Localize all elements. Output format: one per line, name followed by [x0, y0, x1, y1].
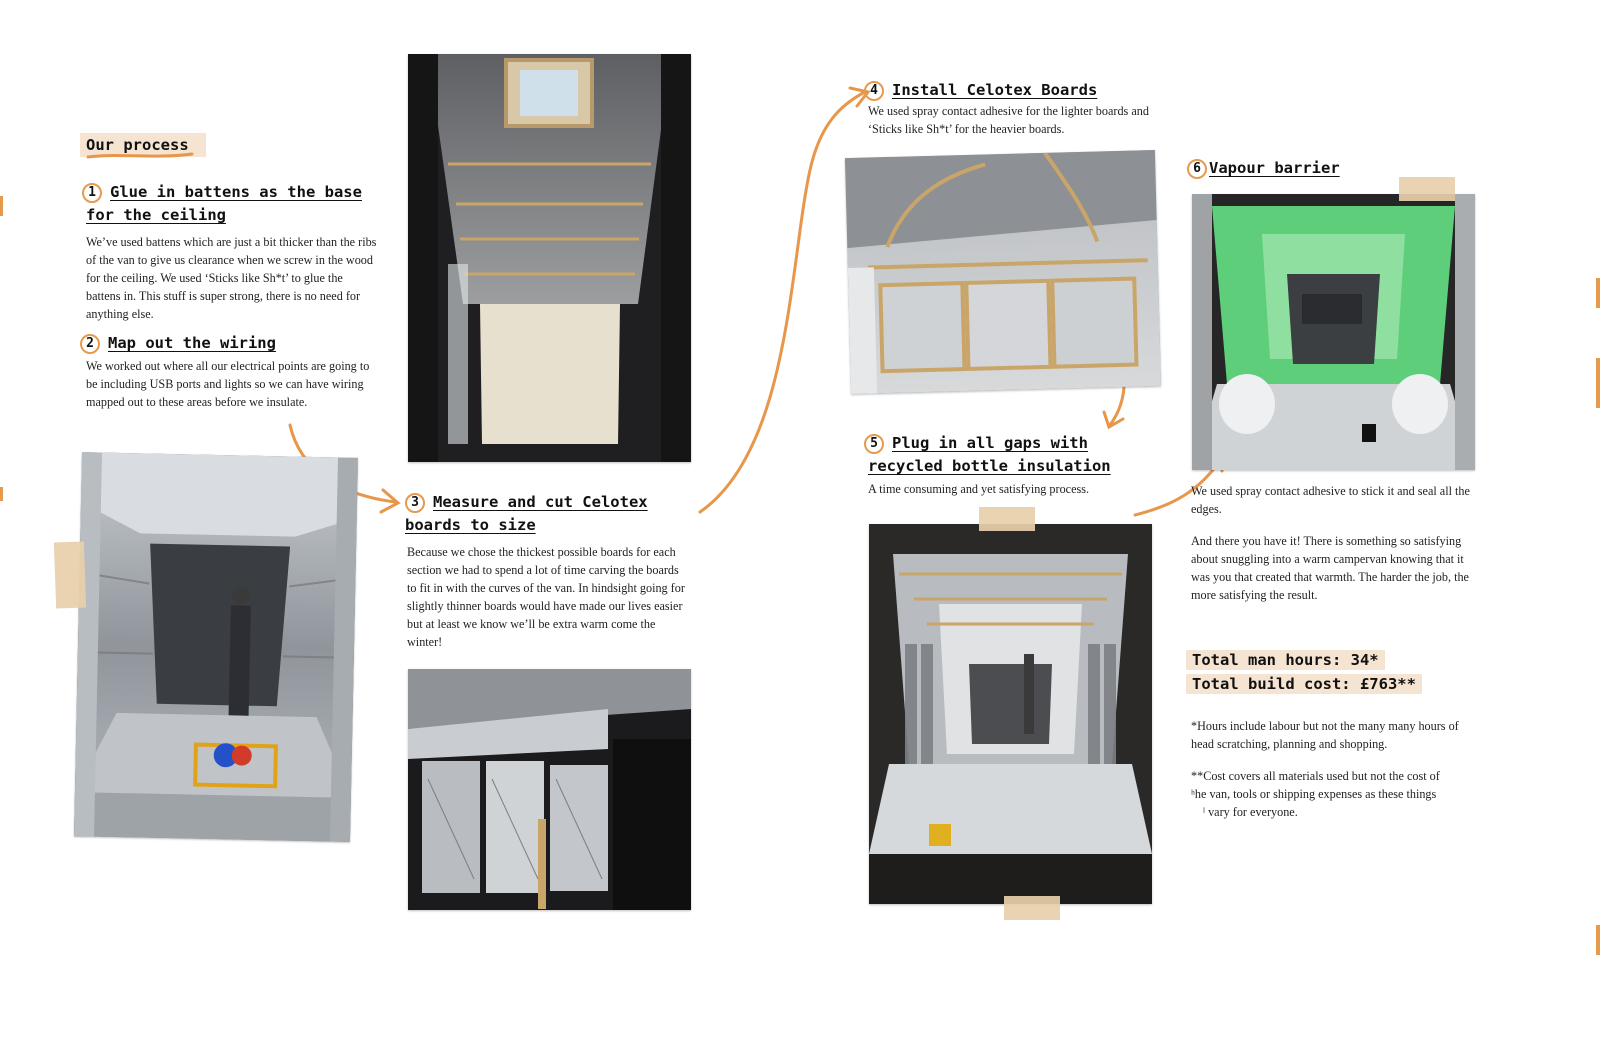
photo-van-rear-view-image	[869, 524, 1152, 904]
step-4-heading-line1: Install Celotex Boards	[892, 81, 1098, 99]
arrow-step4-to-step5-head	[1102, 410, 1125, 430]
step-1: 1 Glue in battens as the base for the cei…	[82, 181, 382, 323]
arrow-step2-to-step3-head	[379, 488, 401, 514]
step-5-number: 5	[864, 434, 884, 454]
photo-van-interior-person-image	[74, 452, 358, 842]
tape-photo-rear-top	[979, 507, 1035, 531]
edge-mark-right-bottom	[1596, 925, 1600, 955]
photo-vapour-barrier-image	[1192, 194, 1475, 470]
photo-ceiling-insulation-image	[408, 54, 691, 462]
edge-mark-right-top	[1596, 278, 1600, 308]
closing-paragraph: And there you have it! There is somethin…	[1191, 534, 1469, 602]
tape-photo-rear-bottom	[1004, 896, 1060, 920]
step-4: 4 Install Celotex Boards We used spray co…	[864, 79, 1164, 138]
step-2-heading: 2 Map out the wiring	[80, 332, 380, 355]
step-1-number: 1	[82, 183, 102, 203]
step-2-body: We worked out where all our electrical p…	[86, 359, 370, 409]
step-5: 5 Plug in all gaps with recycled bottle i…	[864, 432, 1164, 498]
photo-installed-boards	[844, 149, 1162, 395]
tape-photo-vapour	[1399, 177, 1455, 201]
step-3-heading: 3 Measure and cut Celotex boards to size	[405, 491, 695, 537]
step-4-heading: 4 Install Celotex Boards	[864, 79, 1164, 102]
step-5-body: A time consuming and yet satisfying proc…	[868, 482, 1090, 496]
footnote-cost-line3: ˡ vary for everyone.	[1203, 805, 1298, 819]
step-3-body: Because we chose the thickest possible b…	[407, 545, 685, 649]
step-5-heading: 5 Plug in all gaps with recycled bottle i…	[864, 432, 1164, 478]
tape-photo-left	[53, 541, 87, 609]
photo-van-rear-view	[869, 524, 1152, 904]
step-1-heading-line1: Glue in battens as the base	[110, 183, 362, 201]
step-6-heading-line1: Vapour barrier	[1209, 159, 1340, 177]
footnote-cost: **Cost covers all materials used but not…	[1191, 767, 1491, 821]
step-4-number: 4	[864, 81, 884, 101]
step-5-heading-line2: recycled bottle insulation	[868, 457, 1111, 475]
photo-ceiling-insulation	[408, 54, 691, 462]
step-2: 2 Map out the wiring We worked out where …	[80, 332, 380, 411]
step-1-heading-line2: for the ceiling	[86, 206, 226, 224]
step-3-heading-line2: boards to size	[405, 516, 536, 534]
edge-mark-right-mid	[1596, 358, 1600, 408]
page-title: Our process	[80, 133, 206, 157]
total-cost: Total build cost: £763**	[1186, 674, 1422, 694]
photo-installed-boards-image	[844, 149, 1162, 395]
step-4-body: We used spray contact adhesive for the l…	[868, 104, 1149, 136]
step-2-number: 2	[80, 334, 100, 354]
edge-mark-left-top	[0, 196, 3, 216]
footnote-cost-line1: **Cost covers all materials used but not…	[1191, 769, 1440, 783]
photo-cut-boards-image	[408, 669, 691, 910]
total-hours: Total man hours: 34*	[1186, 650, 1385, 670]
page-title-text: Our process	[86, 136, 189, 154]
arrow-step3-to-step4	[698, 90, 867, 514]
step-5-heading-line1: Plug in all gaps with	[892, 434, 1088, 452]
step-3-number: 3	[405, 493, 425, 513]
title-underline-stroke	[86, 152, 194, 159]
footnote-cost-line2: ʰhe van, tools or shipping expenses as t…	[1191, 787, 1437, 801]
step-6-number: 6	[1187, 159, 1207, 179]
step-6-body: We used spray contact adhesive to stick …	[1191, 484, 1470, 516]
step-3-heading-line1: Measure and cut Celotex	[433, 493, 648, 511]
photo-cut-boards	[408, 669, 691, 910]
edge-mark-left-mid	[0, 487, 3, 501]
totals-block: Total man hours: 34* Total build cost: £…	[1186, 648, 1422, 696]
footnote-hours: *Hours include labour but not the many m…	[1191, 719, 1459, 751]
photo-vapour-barrier	[1192, 194, 1475, 470]
step-1-body: We’ve used battens which are just a bit …	[86, 235, 377, 321]
photo-van-interior-person	[74, 452, 358, 842]
step-1-heading: 1 Glue in battens as the base for the cei…	[82, 181, 382, 227]
step-2-heading-line1: Map out the wiring	[108, 334, 276, 352]
